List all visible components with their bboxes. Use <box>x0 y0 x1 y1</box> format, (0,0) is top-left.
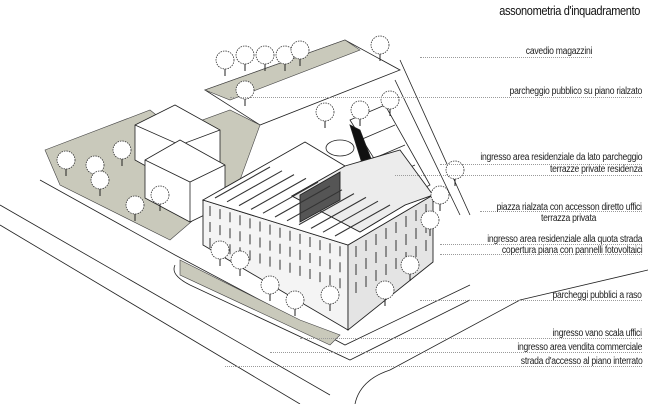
solar-panel-row <box>310 196 367 229</box>
tree-icon <box>90 170 110 190</box>
road-edge <box>399 59 471 216</box>
solar-panel-row <box>298 193 355 226</box>
leader-line <box>420 300 642 301</box>
road-edge <box>354 269 648 404</box>
solar-panel-row <box>238 174 295 207</box>
label-ingresso-quota-strada: ingresso area residenziale alla quota st… <box>486 234 642 245</box>
leader-line <box>300 338 642 339</box>
road-edge <box>0 204 331 396</box>
tree-icon <box>320 285 340 305</box>
tree-icon <box>445 160 465 180</box>
road-edge <box>394 79 461 216</box>
label-piazza-rialzata: piazza rialzata con accesson diretto uff… <box>496 202 642 213</box>
tree-icon <box>112 140 132 160</box>
label-cavedio: cavedio magazzini <box>525 46 593 57</box>
label-area-vendita: ingresso area vendita commerciale <box>517 342 642 353</box>
label-vano-scala: ingresso vano scala uffici <box>552 328 642 339</box>
label-parcheggi-raso: parcheggi pubblici a raso <box>552 290 642 301</box>
tree-icon <box>315 102 335 122</box>
green-area <box>179 259 341 346</box>
tree-icon <box>215 50 235 70</box>
leader-line <box>480 211 642 212</box>
leader-line <box>230 97 642 98</box>
label-terrazza-privata: terrazza privata <box>540 213 596 224</box>
tree-icon <box>235 45 255 65</box>
tree-icon <box>285 290 305 310</box>
tree-icon <box>380 90 400 110</box>
leader-line <box>440 164 642 165</box>
solar-panel-row <box>274 185 331 218</box>
solar-panel-row <box>286 189 343 222</box>
leader-line <box>395 175 642 176</box>
tree-icon <box>255 45 275 65</box>
label-copertura-fotovoltaica: copertura piana con pannelli fotovoltaic… <box>501 245 642 256</box>
label-ingresso-residenziale-parcheggio: ingresso area residenziale da lato parch… <box>480 152 642 163</box>
solar-panel-row <box>334 204 391 237</box>
tree-icon <box>230 250 250 270</box>
tree-icon <box>375 280 395 300</box>
tree-icon <box>125 195 145 215</box>
road-edge <box>0 224 301 404</box>
tree-icon <box>400 255 420 275</box>
tree-icon <box>420 210 440 230</box>
tree-icon <box>85 155 105 175</box>
solar-panel-row <box>214 166 271 199</box>
plaza-circle <box>325 139 355 157</box>
road-edge <box>173 264 471 361</box>
label-strada-interrato: strada d'accesso al piano interrato <box>520 356 642 367</box>
tree-icon <box>210 240 230 260</box>
leader-line <box>440 244 642 245</box>
solar-panel-row <box>262 181 319 214</box>
tree-icon <box>235 80 255 100</box>
leader-line <box>225 366 642 367</box>
tree-icon <box>56 150 76 170</box>
tree-icon <box>350 100 370 120</box>
tree-icon <box>260 275 280 295</box>
tree-icon <box>290 40 310 60</box>
leader-line <box>440 254 642 255</box>
solar-panel-row <box>226 170 283 203</box>
leader-line <box>270 352 642 353</box>
solar-panel-row <box>322 200 379 233</box>
leader-line <box>420 57 592 58</box>
solar-panel-row <box>250 177 307 210</box>
tree-icon <box>430 185 450 205</box>
label-terrazze-private: terrazze private residenza <box>549 164 643 175</box>
drawing-title: assonometria d'inquadramento <box>499 4 640 18</box>
tree-icon <box>150 185 170 205</box>
tree-icon <box>370 35 390 55</box>
label-parcheggio-rialzato: parcheggio pubblico su piano rialzato <box>509 86 643 97</box>
